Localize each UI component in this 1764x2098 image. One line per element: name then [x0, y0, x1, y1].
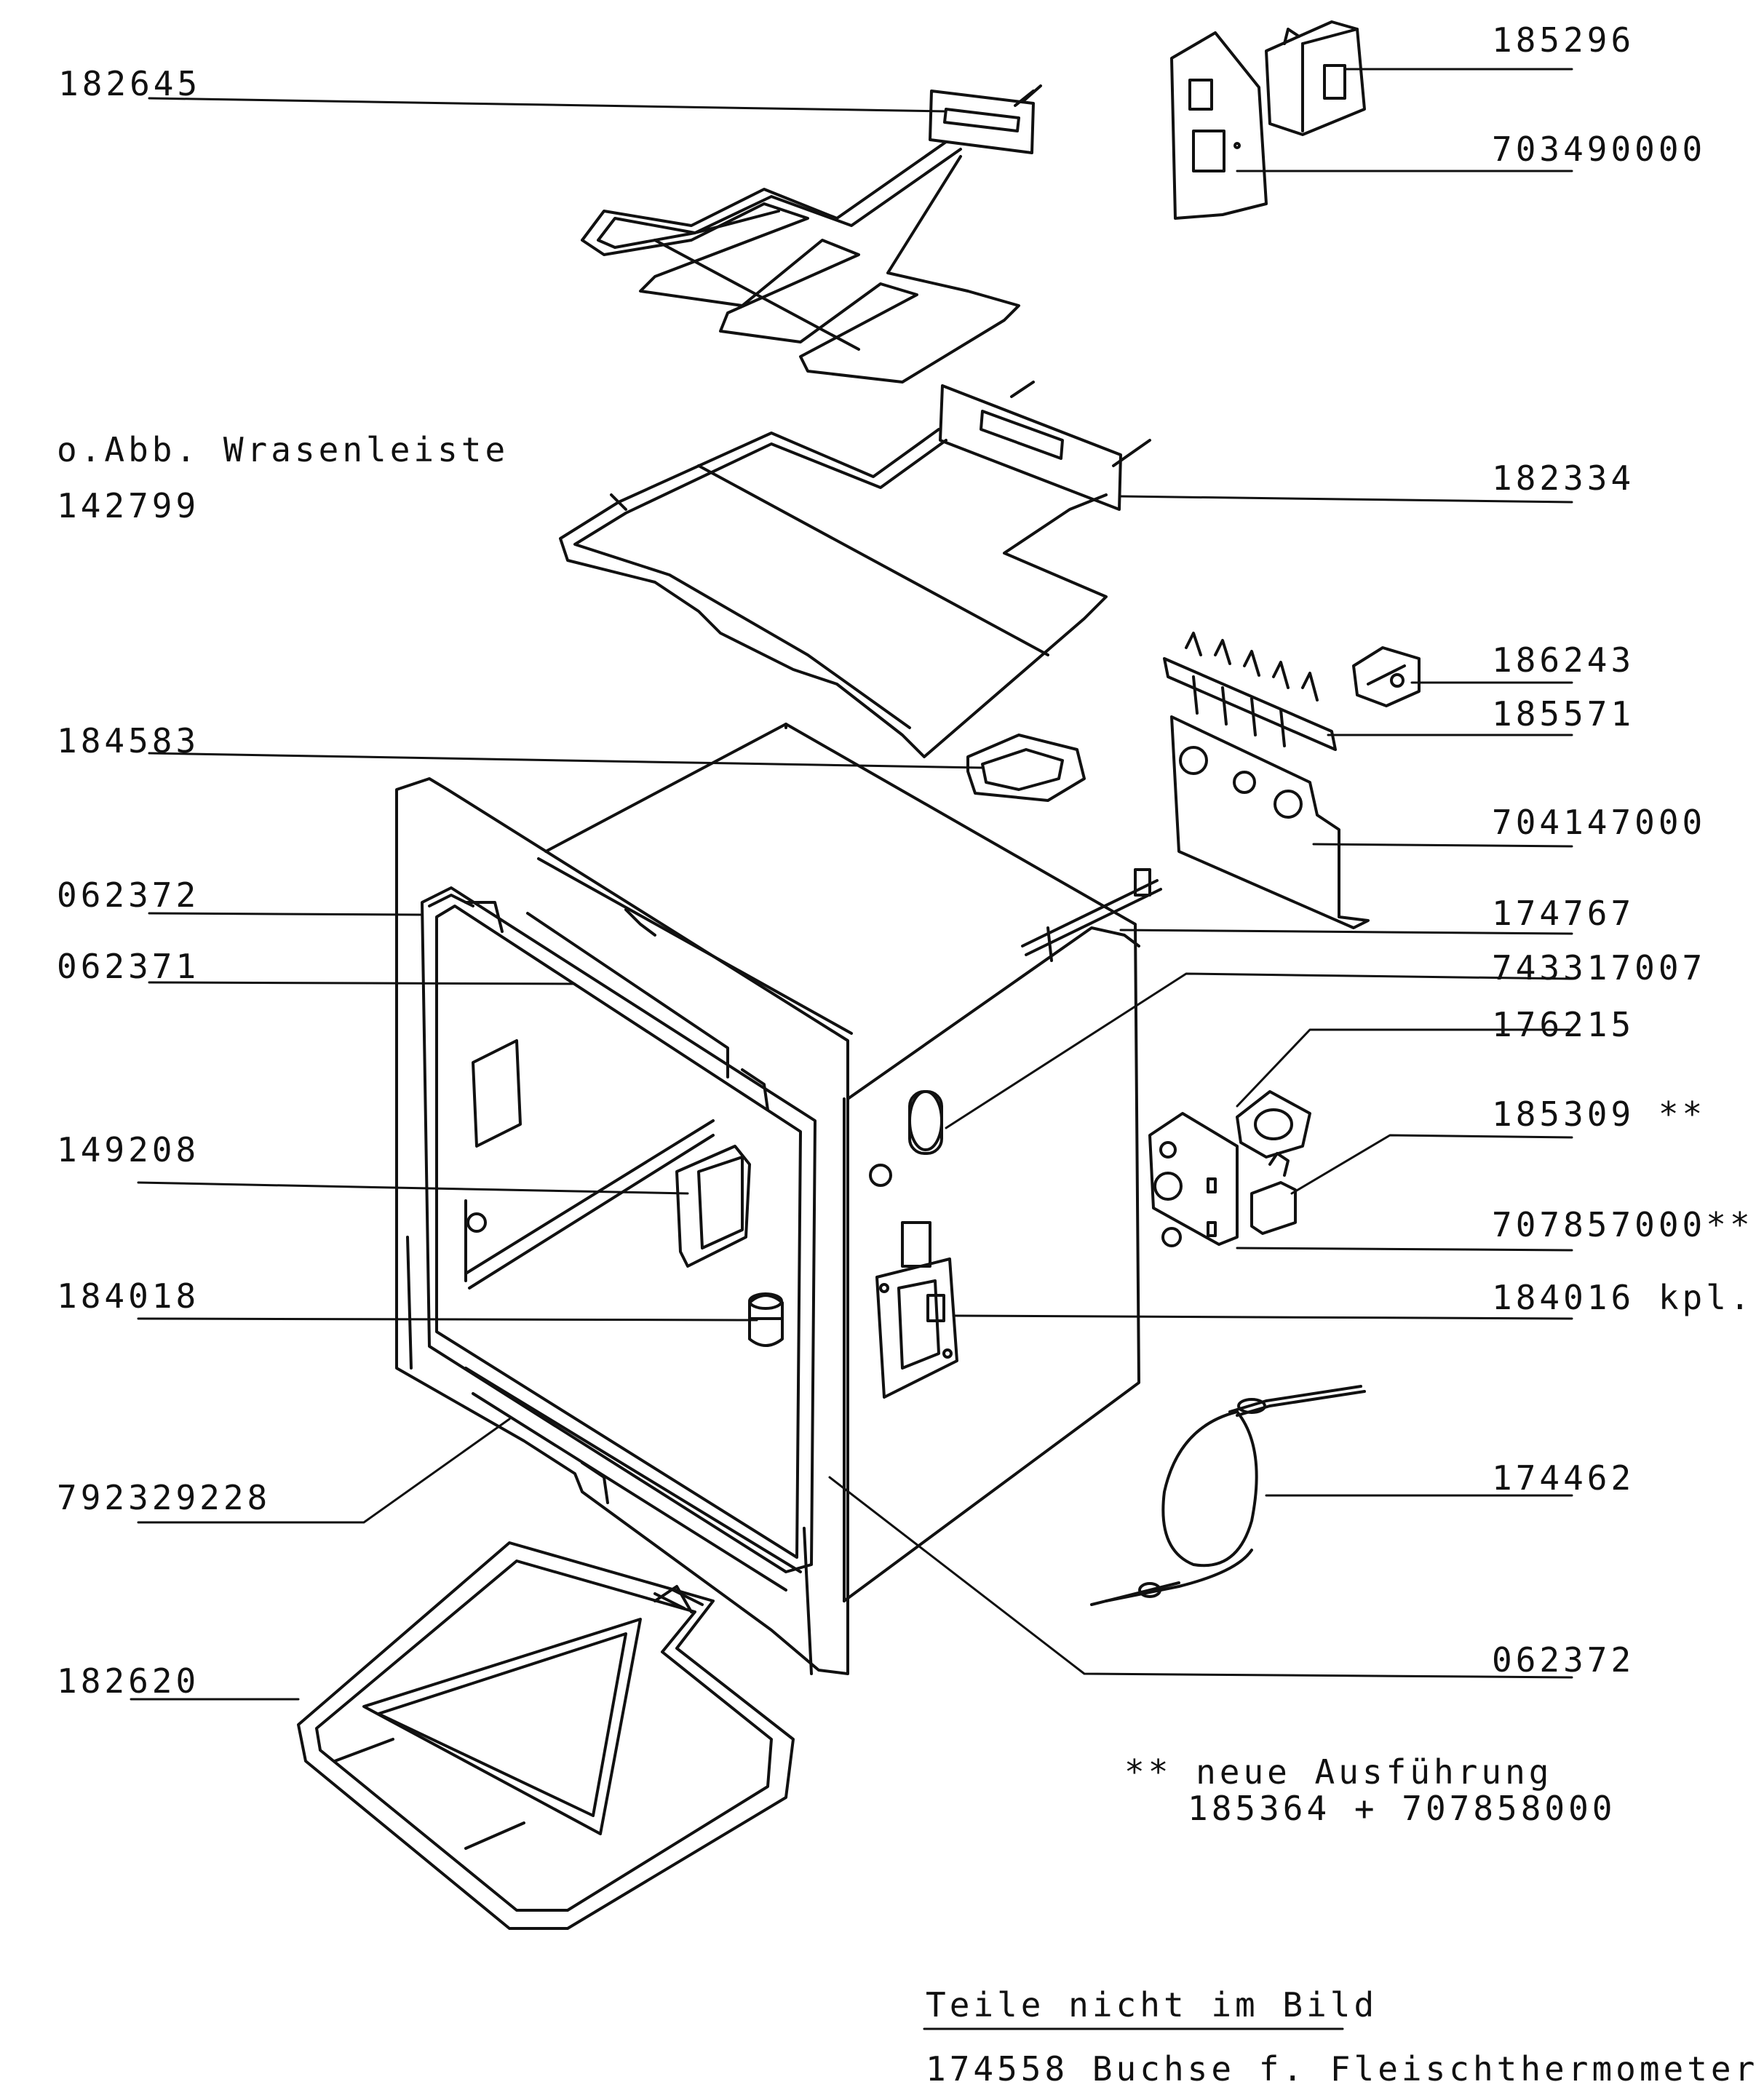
seal-184583: [966, 734, 1086, 802]
bracket-707857000: [1148, 1112, 1239, 1247]
part-label-062371: 062371: [57, 947, 200, 986]
part-label-186243: 186243: [1492, 640, 1635, 680]
part-label-185296: 185296: [1492, 20, 1635, 60]
part-label-142799: 142799: [57, 486, 200, 525]
front-frame: [395, 777, 849, 1675]
part-label-185309: 185309 **: [1492, 1094, 1707, 1134]
top-heating-element: [559, 381, 1151, 758]
connector-186243: [1352, 646, 1421, 707]
oven-cavity: [537, 723, 1140, 1602]
thermostat-176215: [1236, 1090, 1311, 1159]
not-shown-heading: Teile nicht im Bild: [926, 1985, 1378, 2025]
not-shown-item: 174558 Buchse f. Fleischthermometer: [926, 2049, 1759, 2089]
part-label-062372-top: 062372: [57, 875, 200, 915]
mounting-plate-704147000: [1170, 715, 1370, 929]
grill-heating-element: [581, 84, 1042, 384]
switch-185309: [1250, 1152, 1297, 1235]
part-label-174462: 174462: [1492, 1458, 1635, 1498]
part-label-182620: 182620: [57, 1661, 200, 1701]
part-label-184018: 184018: [57, 1276, 200, 1316]
part-label-149208: 149208: [57, 1130, 200, 1169]
part-label-176215: 176215: [1492, 1005, 1635, 1044]
leader-lines: [130, 68, 1573, 1701]
part-label-704147000: 704147000: [1492, 803, 1707, 842]
part-label-174767: 174767: [1492, 894, 1635, 933]
switch-149208: [466, 1039, 751, 1268]
new-version-note-line2: 185364 + 707858000: [1188, 1789, 1616, 1828]
terminal-strip-185571: [1163, 632, 1337, 751]
part-label-wrasenleiste: o.Abb. Wrasenleiste: [57, 430, 509, 469]
part-label-792329228: 792329228: [57, 1478, 271, 1517]
part-label-703490000: 703490000: [1492, 130, 1707, 169]
new-version-note-line1: ** neue Ausführung: [1124, 1752, 1553, 1792]
part-label-184583: 184583: [57, 721, 200, 760]
terminal-box-185296: [1265, 20, 1366, 136]
part-label-184016: 184016 kpl.: [1492, 1278, 1754, 1317]
part-label-182645: 182645: [58, 64, 202, 103]
knob-184018: [748, 1292, 784, 1347]
part-label-062372-bottom: 062372: [1492, 1640, 1635, 1680]
pin-174767: [1021, 868, 1162, 962]
part-label-743317007: 743317007: [1492, 948, 1707, 988]
part-label-707857000: 707857000**: [1492, 1205, 1754, 1244]
meat-thermometer-174462: [1090, 1385, 1366, 1606]
mounting-plate-703490000: [1170, 31, 1268, 220]
bottom-heating-element: [297, 1541, 795, 1930]
part-label-182334: 182334: [1492, 458, 1635, 498]
part-label-185571: 185571: [1492, 694, 1635, 734]
